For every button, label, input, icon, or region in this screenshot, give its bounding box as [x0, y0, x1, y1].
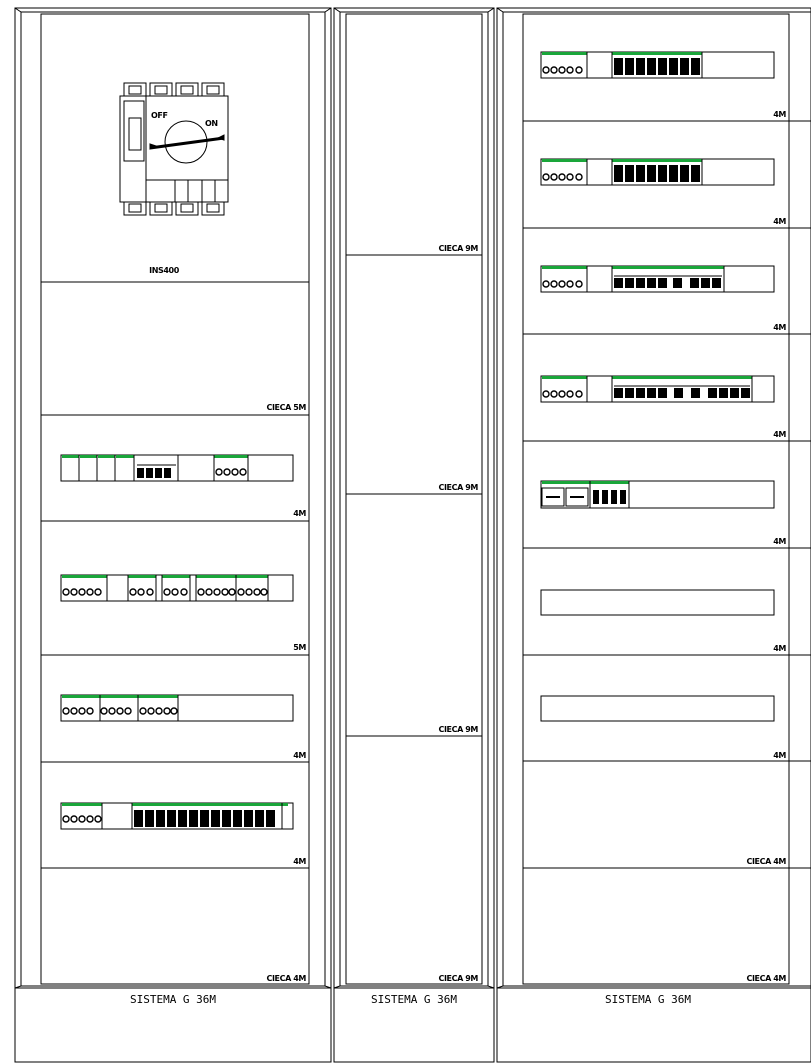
- row-label: 4M: [293, 509, 306, 518]
- footer-label-column-3: SISTEMA G 36M: [605, 993, 691, 1006]
- din-rail-row: [540, 265, 775, 293]
- row-label: CIECA 4M: [747, 974, 787, 983]
- row-label: 4M: [773, 430, 786, 439]
- footer-label-column-2: SISTEMA G 36M: [371, 993, 457, 1006]
- row-label: 4M: [773, 110, 786, 119]
- top-terminals: [123, 82, 225, 97]
- switch-model-label: INS400: [149, 266, 180, 275]
- row-label: CIECA 5M: [267, 403, 307, 412]
- row-label: 4M: [773, 323, 786, 332]
- switch-disconnector: [119, 82, 229, 216]
- din-rail-row: [540, 375, 775, 403]
- row-label: CIECA 9M: [439, 244, 479, 253]
- cabinet-frames: [14, 7, 811, 1063]
- empty-din-rail: [540, 695, 775, 722]
- column-2: CIECA 9M CIECA 9M CIECA 9M CIECA 9M: [346, 244, 482, 983]
- din-rail-row: [60, 694, 294, 722]
- switch-on-label: ON: [205, 119, 218, 128]
- row-label: CIECA 9M: [439, 725, 479, 734]
- column-3: 4M 4M 4M 4M 4M 4M 4M CIECA 4M CIECA 4M: [523, 51, 811, 983]
- row-label: CIECA 9M: [439, 974, 479, 983]
- row-label: 4M: [773, 537, 786, 546]
- row-label: 4M: [293, 857, 306, 866]
- footer-label-column-1: SISTEMA G 36M: [130, 993, 216, 1006]
- column-1: OFF ON INS400 CIECA 5M 4M 5M 4M 4M CIECA…: [41, 82, 309, 983]
- empty-din-rail: [540, 589, 775, 616]
- row-label: 4M: [773, 217, 786, 226]
- switch-off-label: OFF: [151, 111, 168, 120]
- din-rail-row: [540, 158, 775, 186]
- row-label: CIECA 4M: [747, 857, 787, 866]
- bottom-terminals: [123, 201, 225, 216]
- row-label: 4M: [773, 644, 786, 653]
- row-label: 4M: [293, 751, 306, 760]
- din-rail-row: [60, 574, 294, 602]
- row-label: 5M: [293, 643, 306, 652]
- row-label: 4M: [773, 751, 786, 760]
- rotary-handle-icon: [164, 120, 208, 164]
- row-label: CIECA 4M: [267, 974, 307, 983]
- din-rail-row: [540, 51, 775, 79]
- row-label: CIECA 9M: [439, 483, 479, 492]
- din-rail-row: [60, 802, 294, 830]
- din-rail-row: [540, 480, 775, 509]
- din-rail-row: [60, 454, 294, 482]
